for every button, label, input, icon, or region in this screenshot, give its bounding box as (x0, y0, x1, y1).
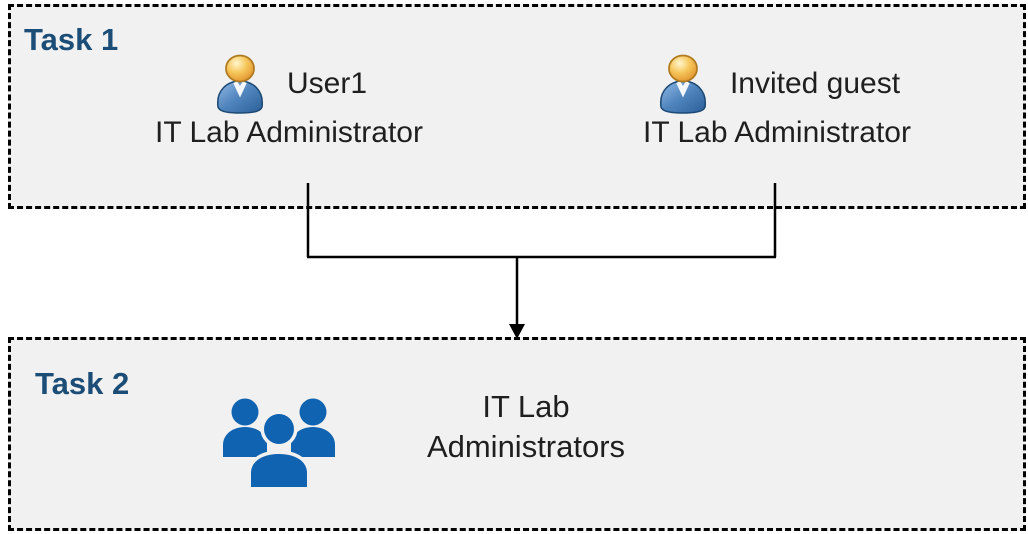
member-role: IT Lab Administrator (155, 116, 423, 149)
member-invited-guest-row: Invited guest (654, 53, 900, 115)
member-invited-guest: Invited guest IT Lab Administrator (592, 53, 962, 150)
task1-label: Task 1 (24, 22, 119, 57)
group-name-line2: Administrators (426, 429, 626, 464)
task2-label: Task 2 (35, 366, 130, 401)
people-group-icon (213, 393, 345, 491)
member-name: User1 (286, 67, 368, 100)
task1-box: Task 1 (8, 4, 1026, 209)
group-name: IT Lab Administrators (326, 387, 726, 467)
member-user1: User1 IT Lab Administrator (104, 53, 474, 150)
group-name-line1: IT Lab (482, 389, 570, 424)
person-icon (659, 54, 706, 114)
member-user1-row: User1 (211, 53, 367, 115)
people-group-icon-svg (223, 398, 335, 491)
person-icon (216, 54, 263, 114)
member-name: Invited guest (729, 67, 901, 100)
member-role: IT Lab Administrator (643, 116, 911, 149)
task2-box: Task 2 IT Lab Administrators (8, 337, 1026, 531)
